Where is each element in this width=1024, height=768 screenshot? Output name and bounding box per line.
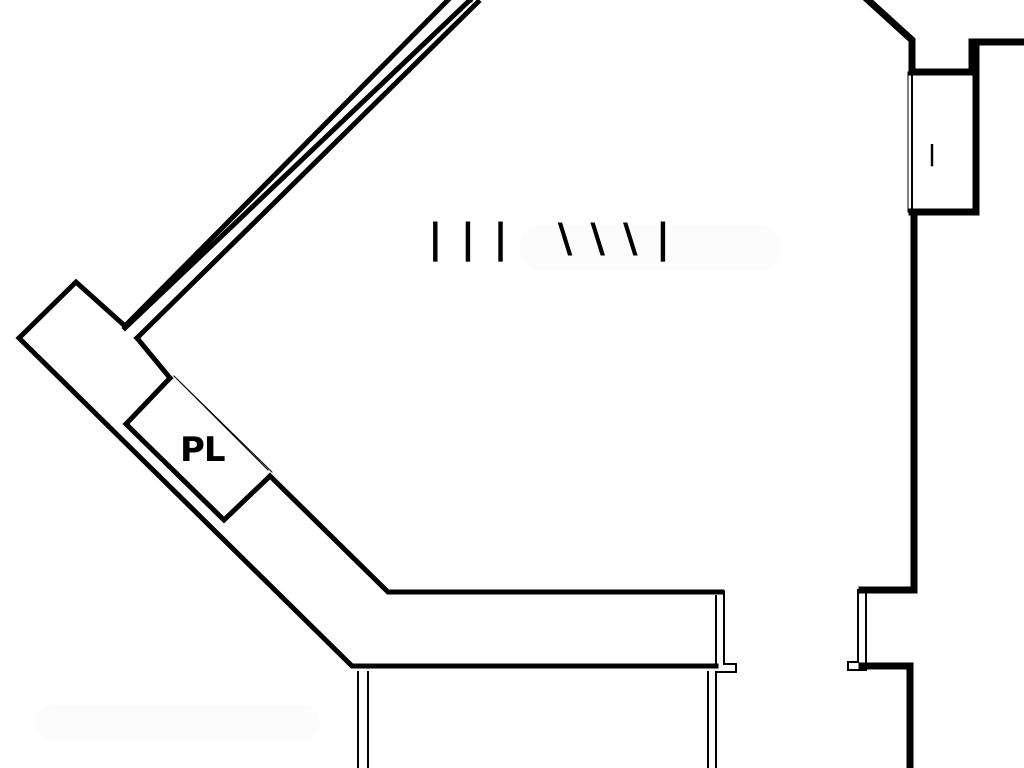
pantry-outer-wall (15, 278, 719, 669)
south-corridor-left (357, 671, 369, 768)
east-wall (858, 208, 918, 768)
hall-door-left (707, 591, 737, 768)
diagonal-window (121, 0, 482, 342)
closet-label: | (928, 142, 937, 167)
closet-window (907, 71, 913, 213)
pantry-inner-wall (133, 334, 725, 595)
pantry-label: PL (180, 430, 226, 470)
diagonal-window-outer (121, 0, 452, 330)
faint-smudge (35, 705, 320, 740)
main-room-label: ||| \\\| (428, 216, 689, 262)
north-east-wall (863, 0, 1024, 216)
hall-door-right (847, 589, 867, 671)
faint-smudge (520, 225, 780, 270)
pantry-box (122, 374, 274, 524)
